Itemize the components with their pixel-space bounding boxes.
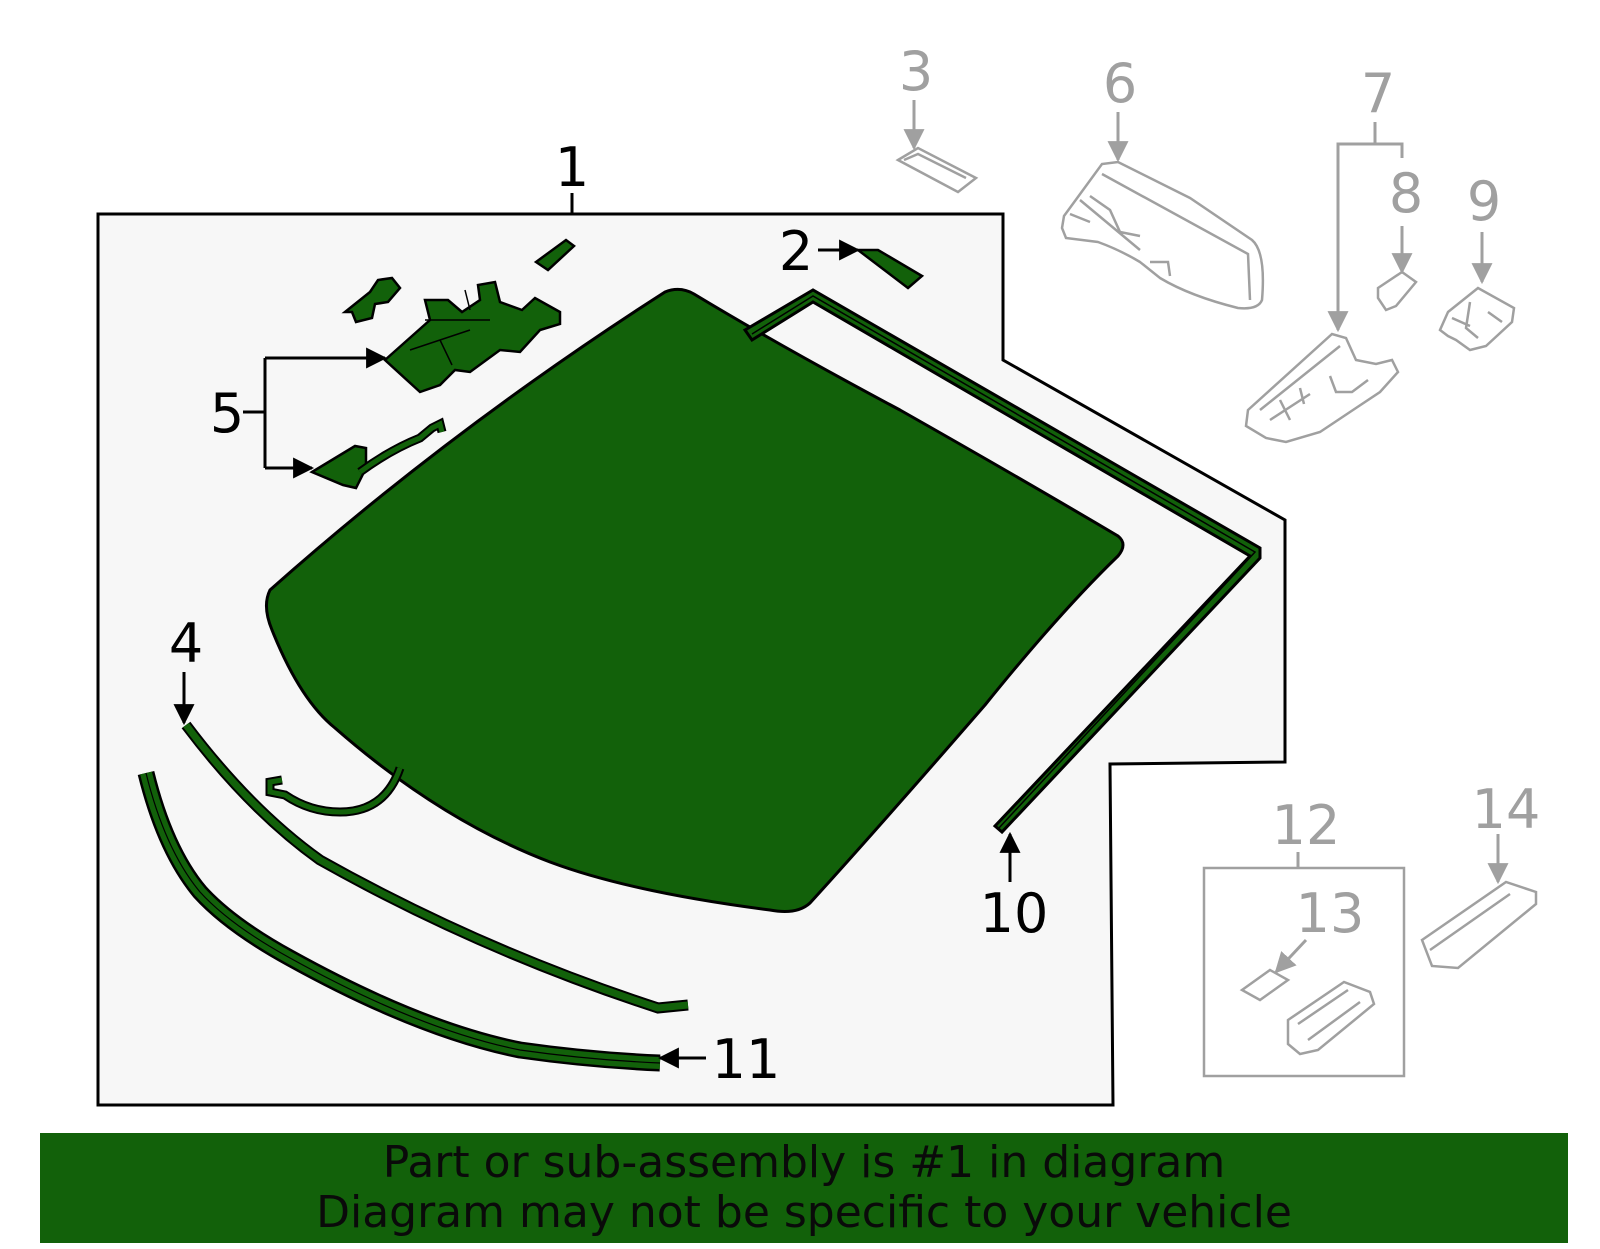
- part-7-cover-detail: [1259, 345, 1369, 422]
- clip-part[interactable]: [341, 276, 402, 324]
- part-9-bracket-detail: [1451, 301, 1503, 339]
- callout-labels: 1 2 3 4 5 6 7 8 9 10 11 12 13 14: [169, 40, 1541, 1091]
- banner-line-disclaimer: Diagram may not be specific to your vehi…: [316, 1187, 1292, 1238]
- mirror-housing[interactable]: [1060, 160, 1265, 310]
- part-9-bracket[interactable]: [1438, 286, 1516, 352]
- upper-pad[interactable]: [533, 238, 576, 272]
- callout-1[interactable]: 1: [555, 136, 589, 199]
- leader-lines: [173, 100, 1509, 1069]
- info-banner: Part or sub-assembly is #1 in diagram Di…: [40, 1133, 1568, 1243]
- part-13-pad[interactable]: [1239, 968, 1291, 1002]
- callout-3[interactable]: 3: [899, 40, 933, 103]
- sensor-bracket-detail: [409, 289, 490, 366]
- callout-7[interactable]: 7: [1361, 62, 1395, 125]
- callout-9[interactable]: 9: [1467, 170, 1501, 233]
- cowl-seal-inner-line: [145, 772, 661, 1064]
- lower-bracket-wire-fill: [358, 420, 445, 475]
- part-3-pad[interactable]: [895, 146, 979, 194]
- callout-12[interactable]: 12: [1272, 794, 1341, 857]
- part-14-trim-detail: [1429, 892, 1511, 952]
- part-12-box: [1202, 866, 1406, 1078]
- mirror-housing-detail: [1069, 172, 1252, 301]
- part-7-cover[interactable]: [1244, 332, 1400, 444]
- callout-8[interactable]: 8: [1389, 162, 1423, 225]
- sensor-bracket[interactable]: [383, 280, 562, 394]
- part-8-clip[interactable]: [1376, 270, 1418, 312]
- callout-5[interactable]: 5: [210, 382, 244, 445]
- part-12-module-detail: [1297, 988, 1361, 1042]
- callout-2[interactable]: 2: [779, 220, 813, 283]
- callout-13[interactable]: 13: [1296, 882, 1365, 945]
- callout-11[interactable]: 11: [712, 1028, 781, 1091]
- glass-harness-fill: [267, 767, 403, 815]
- gray-parts: [895, 146, 1538, 1078]
- side-molding-inner-line: [751, 295, 1257, 830]
- part-3-pad-inner: [903, 152, 967, 180]
- part-12-module[interactable]: [1286, 980, 1376, 1056]
- lower-molding-fill: [183, 722, 689, 1012]
- banner-line-part-info: Part or sub-assembly is #1 in diagram: [382, 1137, 1226, 1188]
- part-2-pad[interactable]: [854, 248, 925, 290]
- windshield-glass[interactable]: [265, 287, 1125, 913]
- parts-diagram: 1 2 3 4 5 6 7 8 9 10 11 12 13 14: [96, 40, 1541, 1107]
- callout-10[interactable]: 10: [980, 882, 1049, 945]
- callout-4[interactable]: 4: [169, 612, 203, 675]
- part-14-trim[interactable]: [1420, 880, 1538, 970]
- callout-14[interactable]: 14: [1472, 778, 1541, 841]
- callout-6[interactable]: 6: [1103, 52, 1137, 115]
